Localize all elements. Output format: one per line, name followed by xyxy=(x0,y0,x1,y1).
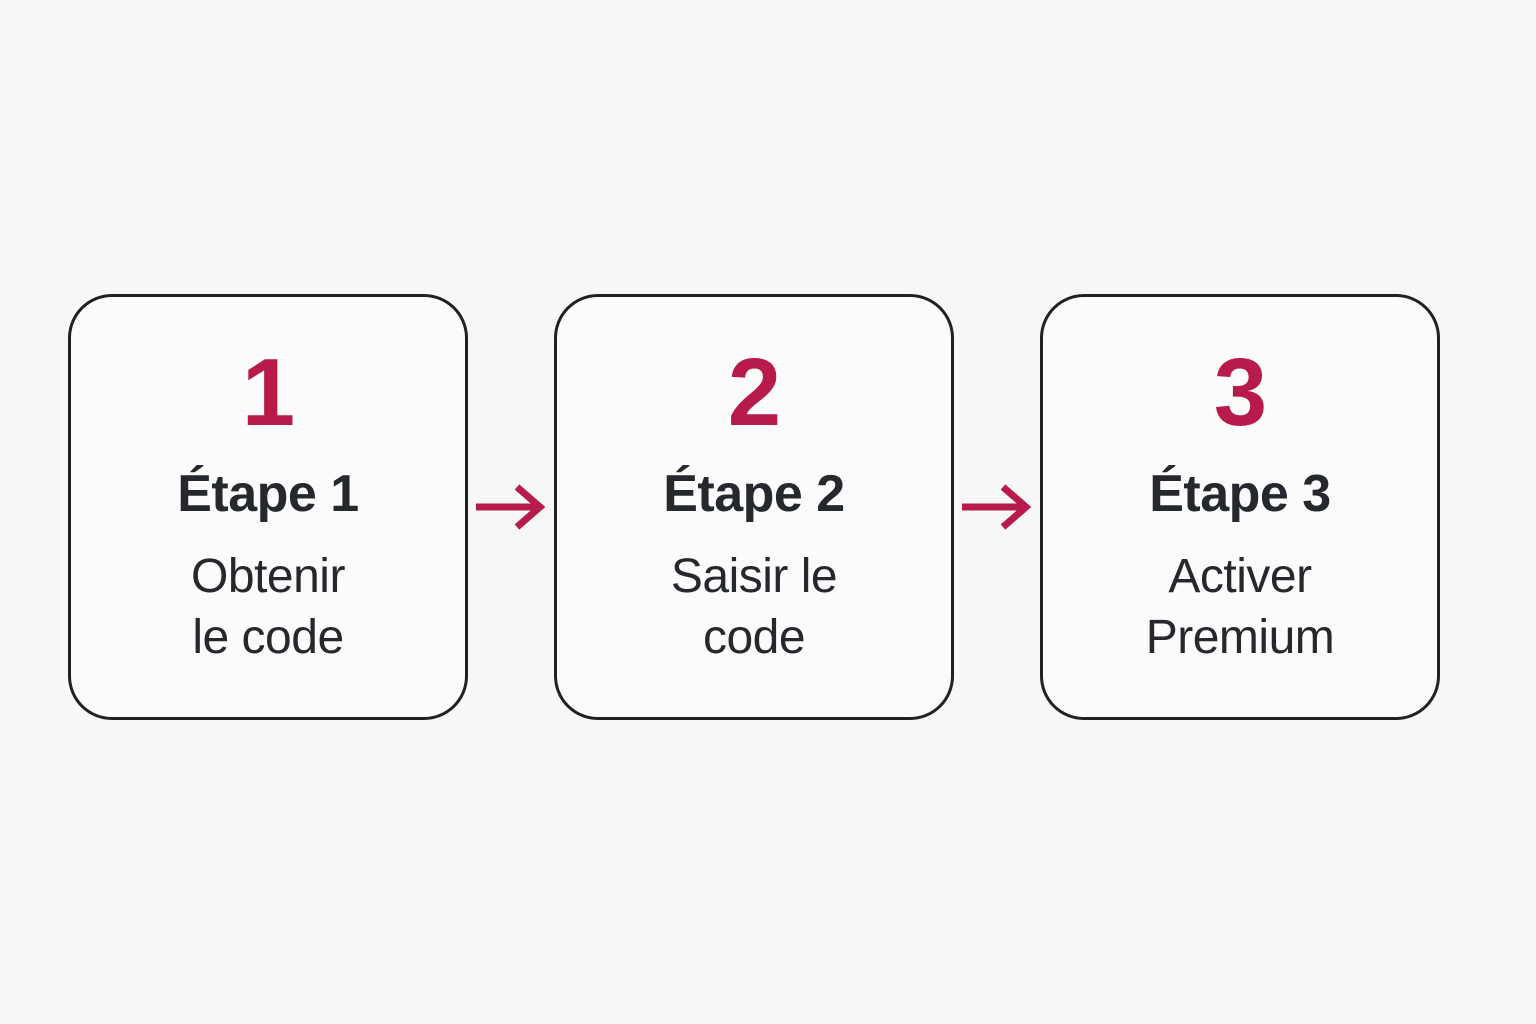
step-title: Étape 2 xyxy=(663,465,845,524)
arrow-right-icon xyxy=(474,482,548,532)
step-description: Obtenir le code xyxy=(191,546,345,669)
step-description-line: Saisir le xyxy=(670,549,838,603)
step-connector-1 xyxy=(468,477,554,537)
step-title: Étape 3 xyxy=(1149,465,1331,524)
step-card-1[interactable]: 1 Étape 1 Obtenir le code xyxy=(68,294,468,720)
step-description-line: Activer xyxy=(1168,549,1312,603)
arrow-right-icon xyxy=(960,482,1034,532)
step-card-3[interactable]: 3 Étape 3 Activer Premium xyxy=(1040,294,1440,720)
step-description: Activer Premium xyxy=(1146,546,1335,669)
step-description-line: le code xyxy=(192,611,344,665)
steps-row: 1 Étape 1 Obtenir le code 2 Étape 2 Sais… xyxy=(68,294,1440,720)
step-description-line: Premium xyxy=(1145,611,1335,665)
step-number: 3 xyxy=(1213,339,1267,447)
step-title: Étape 1 xyxy=(177,465,359,524)
step-description: Saisir le code xyxy=(670,546,838,669)
step-card-2[interactable]: 2 Étape 2 Saisir le code xyxy=(554,294,954,720)
step-number: 1 xyxy=(241,339,295,447)
step-number: 2 xyxy=(727,339,781,447)
step-description-line: Obtenir xyxy=(191,549,345,603)
step-description-line: code xyxy=(702,611,806,665)
step-connector-2 xyxy=(954,477,1040,537)
